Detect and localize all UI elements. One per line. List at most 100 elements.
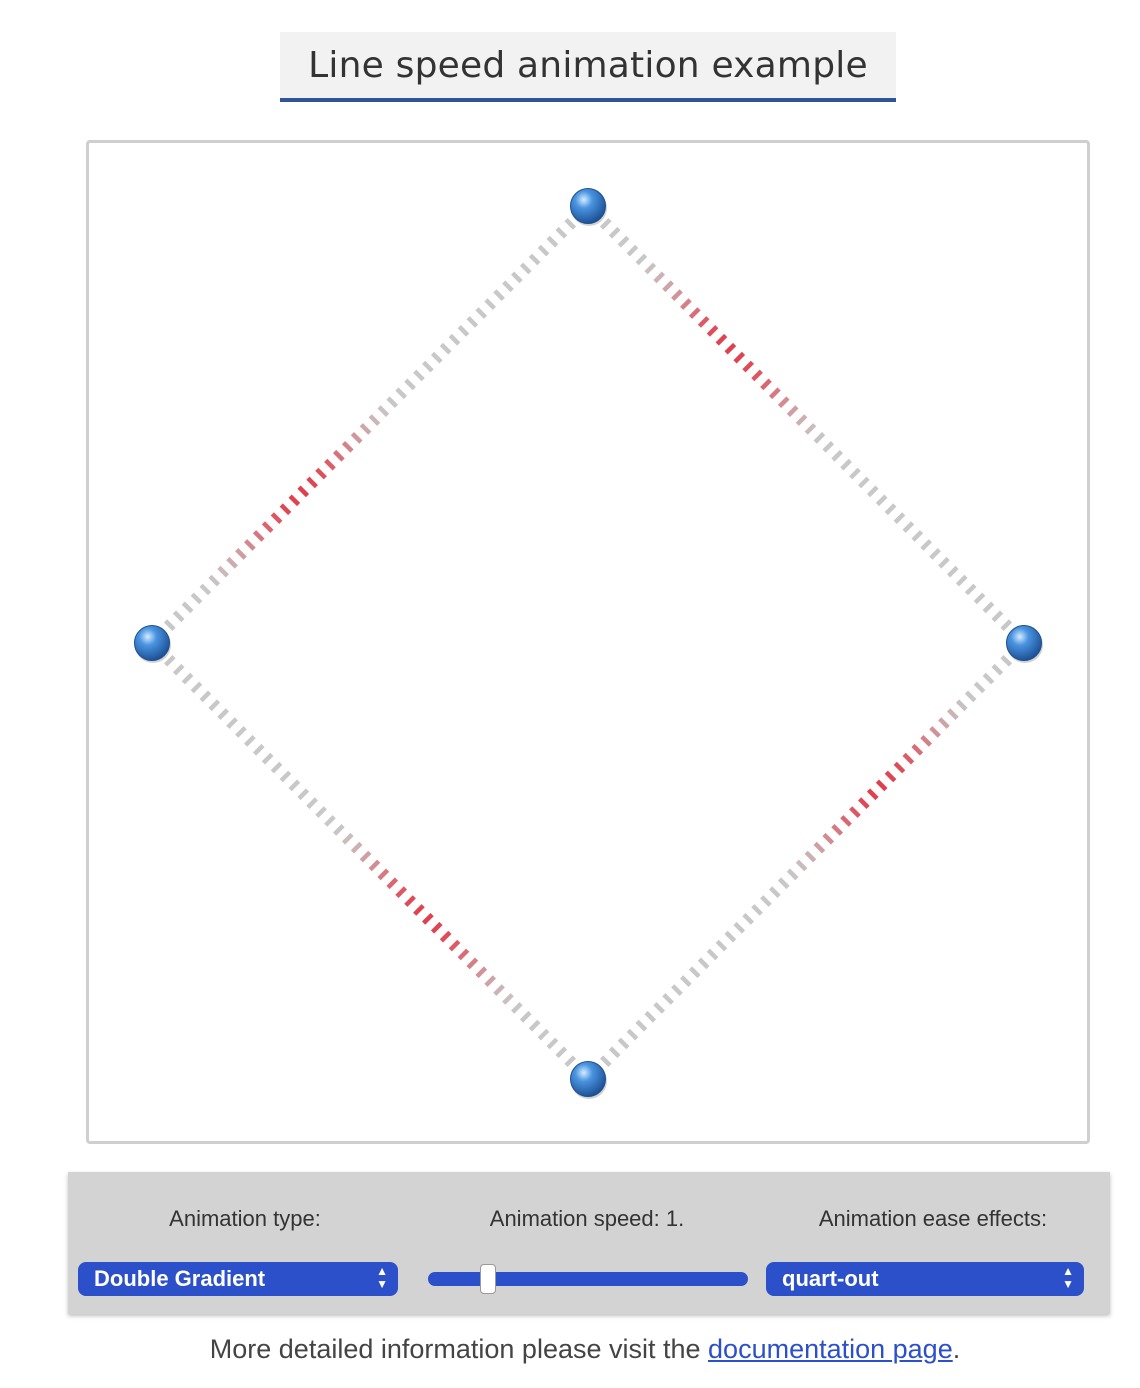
- edge-dash: [368, 414, 381, 426]
- edge-dash: [964, 583, 977, 596]
- edge-dash: [608, 226, 621, 239]
- edge-dash: [288, 494, 301, 507]
- edge-dash: [858, 476, 870, 489]
- edge-dash: [466, 316, 479, 328]
- edge-dash: [511, 1002, 523, 1014]
- edge-dash: [546, 235, 559, 248]
- edge-dash: [333, 824, 345, 836]
- edge-dash: [769, 387, 781, 400]
- edge-dash: [448, 333, 461, 346]
- edge-dash: [680, 975, 692, 987]
- node-left[interactable]: [134, 625, 172, 664]
- edge-dash: [466, 957, 479, 970]
- edge-dash: [875, 779, 888, 792]
- edge-dash: [929, 726, 941, 738]
- select-arrows-icon: ▲▼: [376, 1264, 388, 1291]
- slider-thumb[interactable]: [480, 1264, 496, 1294]
- animation-type-label: Animation type:: [169, 1206, 321, 1231]
- edge-dash: [350, 432, 363, 444]
- edge-dash: [172, 610, 185, 623]
- edge-dash: [751, 369, 763, 382]
- edge-dash: [733, 921, 746, 934]
- edge-dash: [199, 583, 212, 596]
- edge-dash: [742, 360, 754, 373]
- documentation-link[interactable]: documentation page: [708, 1334, 953, 1364]
- edge-top-right: [591, 209, 1021, 640]
- animation-type-select[interactable]: Double Gradient ▲▼: [78, 1262, 398, 1296]
- edge-dash: [484, 298, 496, 310]
- edge-dash: [964, 690, 977, 703]
- diagram-canvas[interactable]: [86, 140, 1090, 1144]
- edge-dash: [502, 993, 514, 1005]
- node-sphere[interactable]: [570, 1061, 606, 1097]
- edge-dash: [252, 743, 265, 756]
- edge-dash: [217, 708, 229, 720]
- edge-dash: [457, 325, 470, 337]
- edge-dash: [617, 1037, 630, 1050]
- edge-dash: [475, 966, 488, 979]
- edge-dash: [777, 396, 790, 409]
- edge-dash: [938, 556, 950, 569]
- edge-dash: [235, 726, 247, 738]
- node-top[interactable]: [570, 188, 608, 227]
- edge-dash: [164, 655, 176, 667]
- edge-dash: [786, 868, 799, 881]
- edge-dash: [697, 316, 710, 328]
- title-banner: Line speed animation example: [280, 32, 896, 102]
- edge-dash: [315, 467, 327, 480]
- edge-dash: [404, 895, 416, 907]
- edge-dash: [430, 351, 443, 364]
- edge-dash: [493, 289, 505, 301]
- edge-dash: [519, 1010, 532, 1023]
- edge-dash: [422, 913, 434, 925]
- edge-dash: [279, 503, 292, 516]
- edge-dash: [884, 503, 897, 516]
- edge-dash: [181, 672, 194, 685]
- select-arrows-icon: ▲▼: [1062, 1264, 1074, 1291]
- edge-dash: [831, 449, 843, 462]
- page-title: Line speed animation example: [308, 44, 868, 86]
- edge-dash: [760, 378, 772, 391]
- animation-speed-slider[interactable]: [428, 1264, 748, 1294]
- footer-text: More detailed information please visit t…: [209, 1334, 709, 1364]
- edge-dash: [733, 351, 746, 364]
- node-sphere[interactable]: [1006, 625, 1042, 661]
- animation-type-value: Double Gradient: [94, 1266, 266, 1291]
- edge-dash: [715, 333, 728, 346]
- edge-dash: [457, 948, 470, 961]
- edge-dash: [368, 859, 381, 872]
- edge-dash: [688, 307, 701, 319]
- edge-dash: [564, 218, 577, 230]
- edge-dash: [377, 405, 390, 417]
- edge-dash: [849, 806, 861, 818]
- edge-dash: [795, 859, 808, 872]
- edge-dash: [448, 939, 461, 952]
- edge-dash: [608, 1046, 621, 1059]
- edge-dash: [288, 779, 301, 792]
- edge-dash: [866, 788, 879, 801]
- node-bottom[interactable]: [570, 1061, 608, 1100]
- edge-dash: [920, 539, 932, 551]
- footer-period: .: [952, 1334, 961, 1364]
- animation-ease-value: quart-out: [782, 1266, 879, 1291]
- edge-dash: [947, 708, 959, 720]
- edge-dash: [626, 244, 639, 257]
- nodes-layer: [134, 188, 1044, 1100]
- edge-dash: [252, 530, 265, 542]
- edge-dash: [190, 681, 203, 694]
- edge-dash: [617, 235, 630, 248]
- edge-dash: [511, 271, 523, 284]
- edge-dash: [751, 904, 763, 916]
- node-right[interactable]: [1006, 625, 1044, 664]
- node-sphere[interactable]: [134, 625, 170, 661]
- node-sphere[interactable]: [570, 188, 606, 224]
- edge-dash: [653, 271, 665, 284]
- edge-dash: [564, 1055, 576, 1067]
- edge-left-bottom: [155, 646, 585, 1076]
- edge-dash: [849, 467, 861, 480]
- edge-dash: [813, 432, 826, 444]
- edge-dash: [626, 1028, 639, 1041]
- edge-dash: [599, 218, 612, 230]
- animation-ease-select[interactable]: quart-out ▲▼: [766, 1262, 1084, 1296]
- edge-dash: [955, 574, 968, 587]
